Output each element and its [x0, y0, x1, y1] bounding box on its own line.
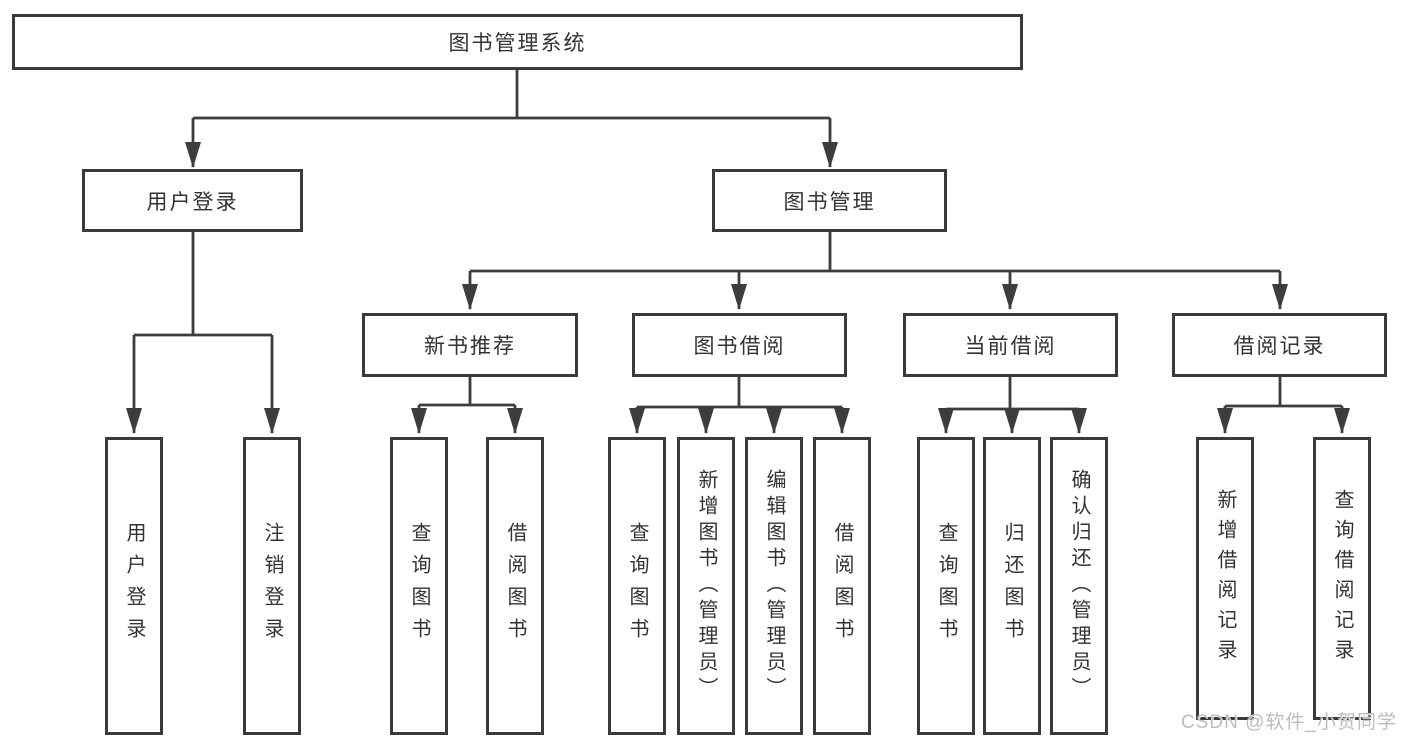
leaf-add-borrow-record: 新增借阅记录: [1196, 437, 1254, 720]
node-borrow-records: 借阅记录: [1172, 313, 1387, 377]
leaf-query-borrow-record: 查询借阅记录: [1313, 437, 1371, 720]
leaf-logout: 注销登录: [243, 437, 301, 735]
node-user-login: 用户登录: [82, 169, 303, 232]
node-book-management-label: 图书管理: [783, 190, 876, 214]
leaf-add-book-admin-label: 新增图书（管理员）: [695, 469, 717, 703]
leaf-recommend-query-books-label: 查询图书: [408, 522, 430, 650]
leaf-recommend-query-books: 查询图书: [390, 437, 448, 735]
leaf-return-books-label: 归还图书: [1001, 522, 1023, 650]
csdn-watermark: CSDN @软件_小贺同学: [1181, 712, 1397, 733]
leaf-user-login-label: 用户登录: [123, 522, 145, 650]
leaf-query-borrow-record-label: 查询借阅记录: [1331, 488, 1353, 669]
leaf-confirm-return-admin: 确认归还（管理员）: [1050, 437, 1108, 735]
leaf-recommend-borrow-books-label: 借阅图书: [504, 522, 526, 650]
leaf-recommend-borrow-books: 借阅图书: [486, 437, 544, 735]
bus-root: [193, 70, 830, 120]
leaf-add-borrow-record-label: 新增借阅记录: [1214, 488, 1236, 669]
node-library-system-label: 图书管理系统: [448, 32, 587, 55]
node-book-borrowing: 图书借阅: [632, 313, 847, 377]
leaf-borrow-books: 借阅图书: [813, 437, 871, 735]
leaf-borrowing-query-books: 查询图书: [608, 437, 666, 735]
node-library-system: 图书管理系统: [12, 14, 1023, 70]
node-book-management: 图书管理: [712, 169, 947, 232]
bus-book-mgmt: [470, 232, 1280, 273]
node-user-login-label: 用户登录: [146, 190, 239, 214]
leaf-current-query-books: 查询图书: [917, 437, 975, 735]
bus-borrow-records: [1225, 377, 1342, 408]
bus-book-borrow: [637, 377, 842, 409]
node-current-borrowing-label: 当前借阅: [964, 335, 1057, 358]
leaf-user-login: 用户登录: [105, 437, 163, 735]
bus-user-login: [134, 232, 272, 337]
node-borrow-records-label: 借阅记录: [1233, 335, 1326, 358]
leaf-current-query-books-label: 查询图书: [935, 522, 957, 650]
leaf-logout-label: 注销登录: [261, 522, 283, 650]
bus-new-book-rec: [419, 377, 515, 407]
node-current-borrowing: 当前借阅: [903, 313, 1118, 377]
leaf-borrowing-query-books-label: 查询图书: [626, 522, 648, 650]
leaf-return-books: 归还图书: [983, 437, 1041, 735]
node-book-borrowing-label: 图书借阅: [693, 335, 786, 358]
leaf-borrow-books-label: 借阅图书: [831, 522, 853, 650]
leaf-confirm-return-admin-label: 确认归还（管理员）: [1068, 469, 1090, 703]
node-new-book-recommend: 新书推荐: [362, 313, 578, 377]
bus-current-borrow: [946, 377, 1079, 411]
leaf-edit-book-admin: 编辑图书（管理员）: [745, 437, 803, 735]
leaf-add-book-admin: 新增图书（管理员）: [677, 437, 735, 735]
leaf-edit-book-admin-label: 编辑图书（管理员）: [763, 469, 785, 703]
node-new-book-recommend-label: 新书推荐: [424, 335, 516, 358]
